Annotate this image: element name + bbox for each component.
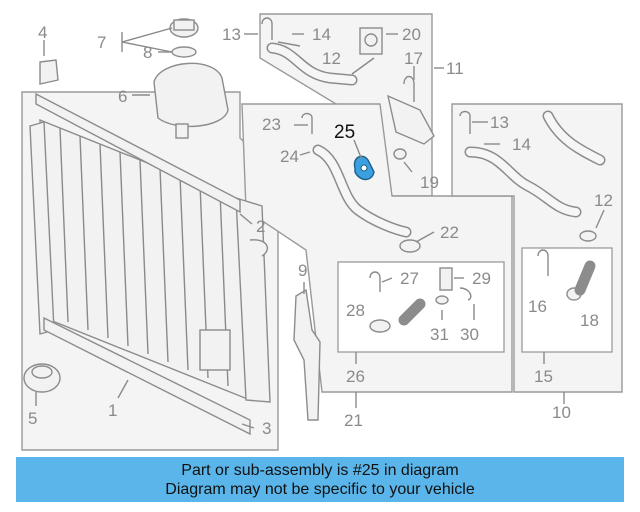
callout-31: 31 xyxy=(430,325,449,344)
callout-26: 26 xyxy=(346,367,365,386)
callout-30: 30 xyxy=(460,325,479,344)
oring-22-part xyxy=(399,239,421,253)
subassembly-15-box xyxy=(521,247,613,353)
callout-27: 27 xyxy=(400,269,419,288)
callout-8: 8 xyxy=(143,43,152,62)
callout-12-right: 12 xyxy=(594,191,613,210)
expansion-tank-6-part xyxy=(153,62,229,139)
callout-14-right: 14 xyxy=(512,135,531,154)
bushing-5-part xyxy=(23,363,61,393)
callout-13-right: 13 xyxy=(490,113,509,132)
oring-19-part xyxy=(393,148,407,160)
callout-25: 25 xyxy=(334,122,355,143)
parts-diagram: 4 7 8 6 13 14 12 20 17 11 23 25 24 19 13… xyxy=(21,13,623,451)
clamp-12-part xyxy=(579,230,597,242)
oring-28-part xyxy=(369,319,391,333)
callout-14-upper: 14 xyxy=(312,25,331,44)
clamp-14-upper-part xyxy=(277,41,301,47)
callout-4: 4 xyxy=(38,23,47,42)
callout-15: 15 xyxy=(534,367,553,386)
trim-strip-2-part xyxy=(35,92,241,214)
clip-27-part xyxy=(369,271,381,292)
clip-30-part xyxy=(459,287,472,301)
callout-21: 21 xyxy=(344,411,363,430)
callout-3: 3 xyxy=(262,419,271,438)
callout-9: 9 xyxy=(298,261,307,280)
callout-28: 28 xyxy=(346,301,365,320)
highlighted-part-25 xyxy=(353,155,375,181)
callout-11: 11 xyxy=(446,59,464,78)
cap-7-part xyxy=(169,18,199,38)
oring-31-part xyxy=(435,295,449,305)
callout-20: 20 xyxy=(402,25,421,44)
clip-16-part xyxy=(537,249,549,276)
connector-20-part xyxy=(359,27,383,55)
callout-19: 19 xyxy=(420,173,439,192)
callout-10: 10 xyxy=(552,403,571,422)
callout-6: 6 xyxy=(118,87,127,106)
callout-1: 1 xyxy=(108,401,117,420)
seal-8-part xyxy=(171,46,197,58)
seal-strip-3-part xyxy=(43,316,251,436)
callout-23: 23 xyxy=(262,115,281,134)
mount-4-part xyxy=(39,59,59,85)
clip-13-right-part xyxy=(459,110,471,134)
callout-22: 22 xyxy=(440,223,459,242)
callout-18: 18 xyxy=(580,311,599,330)
callout-24: 24 xyxy=(280,147,299,166)
flange-11-part xyxy=(387,94,435,145)
callout-5: 5 xyxy=(28,409,37,428)
banner-line-disclaimer: Diagram may not be specific to your vehi… xyxy=(165,480,475,498)
callout-13-upper: 13 xyxy=(222,25,241,44)
banner-line-part-number: Part or sub-assembly is #25 in diagram xyxy=(181,461,459,479)
sensor-29-part xyxy=(439,267,453,291)
callout-29: 29 xyxy=(472,269,491,288)
callout-12-upper: 12 xyxy=(322,49,341,68)
callout-16: 16 xyxy=(528,297,547,316)
callout-17: 17 xyxy=(404,49,423,68)
fitting-15-part xyxy=(574,260,596,296)
info-banner: Part or sub-assembly is #25 in diagram D… xyxy=(16,457,624,502)
clip-13-upper-part xyxy=(261,17,273,40)
callout-2: 2 xyxy=(256,217,265,236)
bracket-17-part xyxy=(403,75,415,102)
callout-7: 7 xyxy=(97,33,106,52)
leader-lines xyxy=(35,27,605,429)
fitting-26-part xyxy=(398,298,426,326)
clip-23-part xyxy=(301,112,313,134)
bracket-9-part xyxy=(293,288,321,421)
